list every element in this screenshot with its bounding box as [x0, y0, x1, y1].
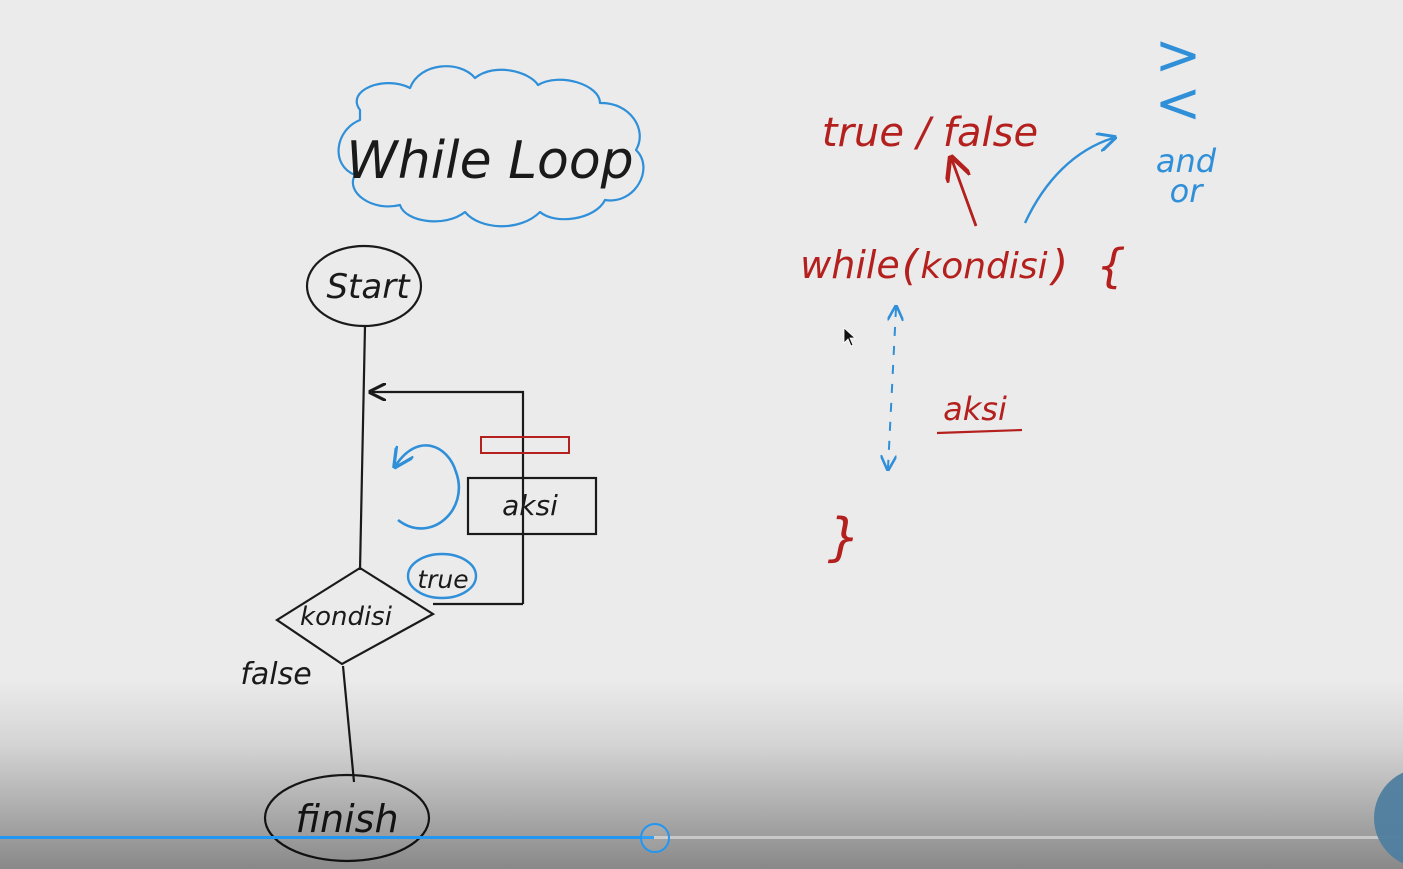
true-highlight-circle [406, 552, 478, 600]
flowchart-connector [358, 325, 367, 571]
title-cloud [337, 65, 645, 228]
flowchart-false-label: false [240, 657, 311, 692]
code-body-underline [936, 428, 1023, 435]
flowchart-condition-diamond [274, 566, 436, 666]
flowchart-start-label: Start [326, 267, 411, 307]
loop-rotation-arrow [396, 444, 461, 530]
video-seek-progress [0, 836, 654, 839]
flowchart-true-label: true [417, 565, 468, 594]
operator-less-than: < [1155, 71, 1202, 136]
flowchart-condition-label: kondisi [300, 602, 393, 632]
code-close-brace: } [827, 508, 860, 568]
code-result-label: true / false [822, 110, 1038, 156]
video-seek-handle[interactable] [639, 823, 670, 853]
operator-or: or [1170, 172, 1205, 210]
video-seek-bar[interactable] [0, 823, 1403, 853]
operator-and: and [1156, 142, 1217, 180]
condition-operators-arrow [1023, 138, 1113, 224]
code-condition: kondisi [920, 246, 1047, 287]
code-body-action: aksi [943, 390, 1007, 428]
red-scribble-box [480, 436, 570, 454]
flowchart-finish-label: finish [295, 797, 398, 841]
flowchart-finish-node [263, 773, 431, 863]
flowchart-action-box [466, 476, 598, 536]
code-body-scope-arrow [888, 308, 896, 468]
condition-result-arrow [952, 160, 978, 227]
code-open-brace: { [1096, 239, 1125, 293]
title-text: While Loop [346, 131, 633, 191]
mouse-cursor-icon [843, 327, 857, 347]
flowchart-false-connector [341, 665, 356, 783]
flowchart-action-label: aksi [502, 489, 558, 522]
operator-greater-than: > [1155, 23, 1202, 88]
code-open-paren: ( [902, 241, 920, 290]
code-close-paren: ) [1049, 241, 1068, 290]
code-while-keyword: while [800, 243, 900, 287]
